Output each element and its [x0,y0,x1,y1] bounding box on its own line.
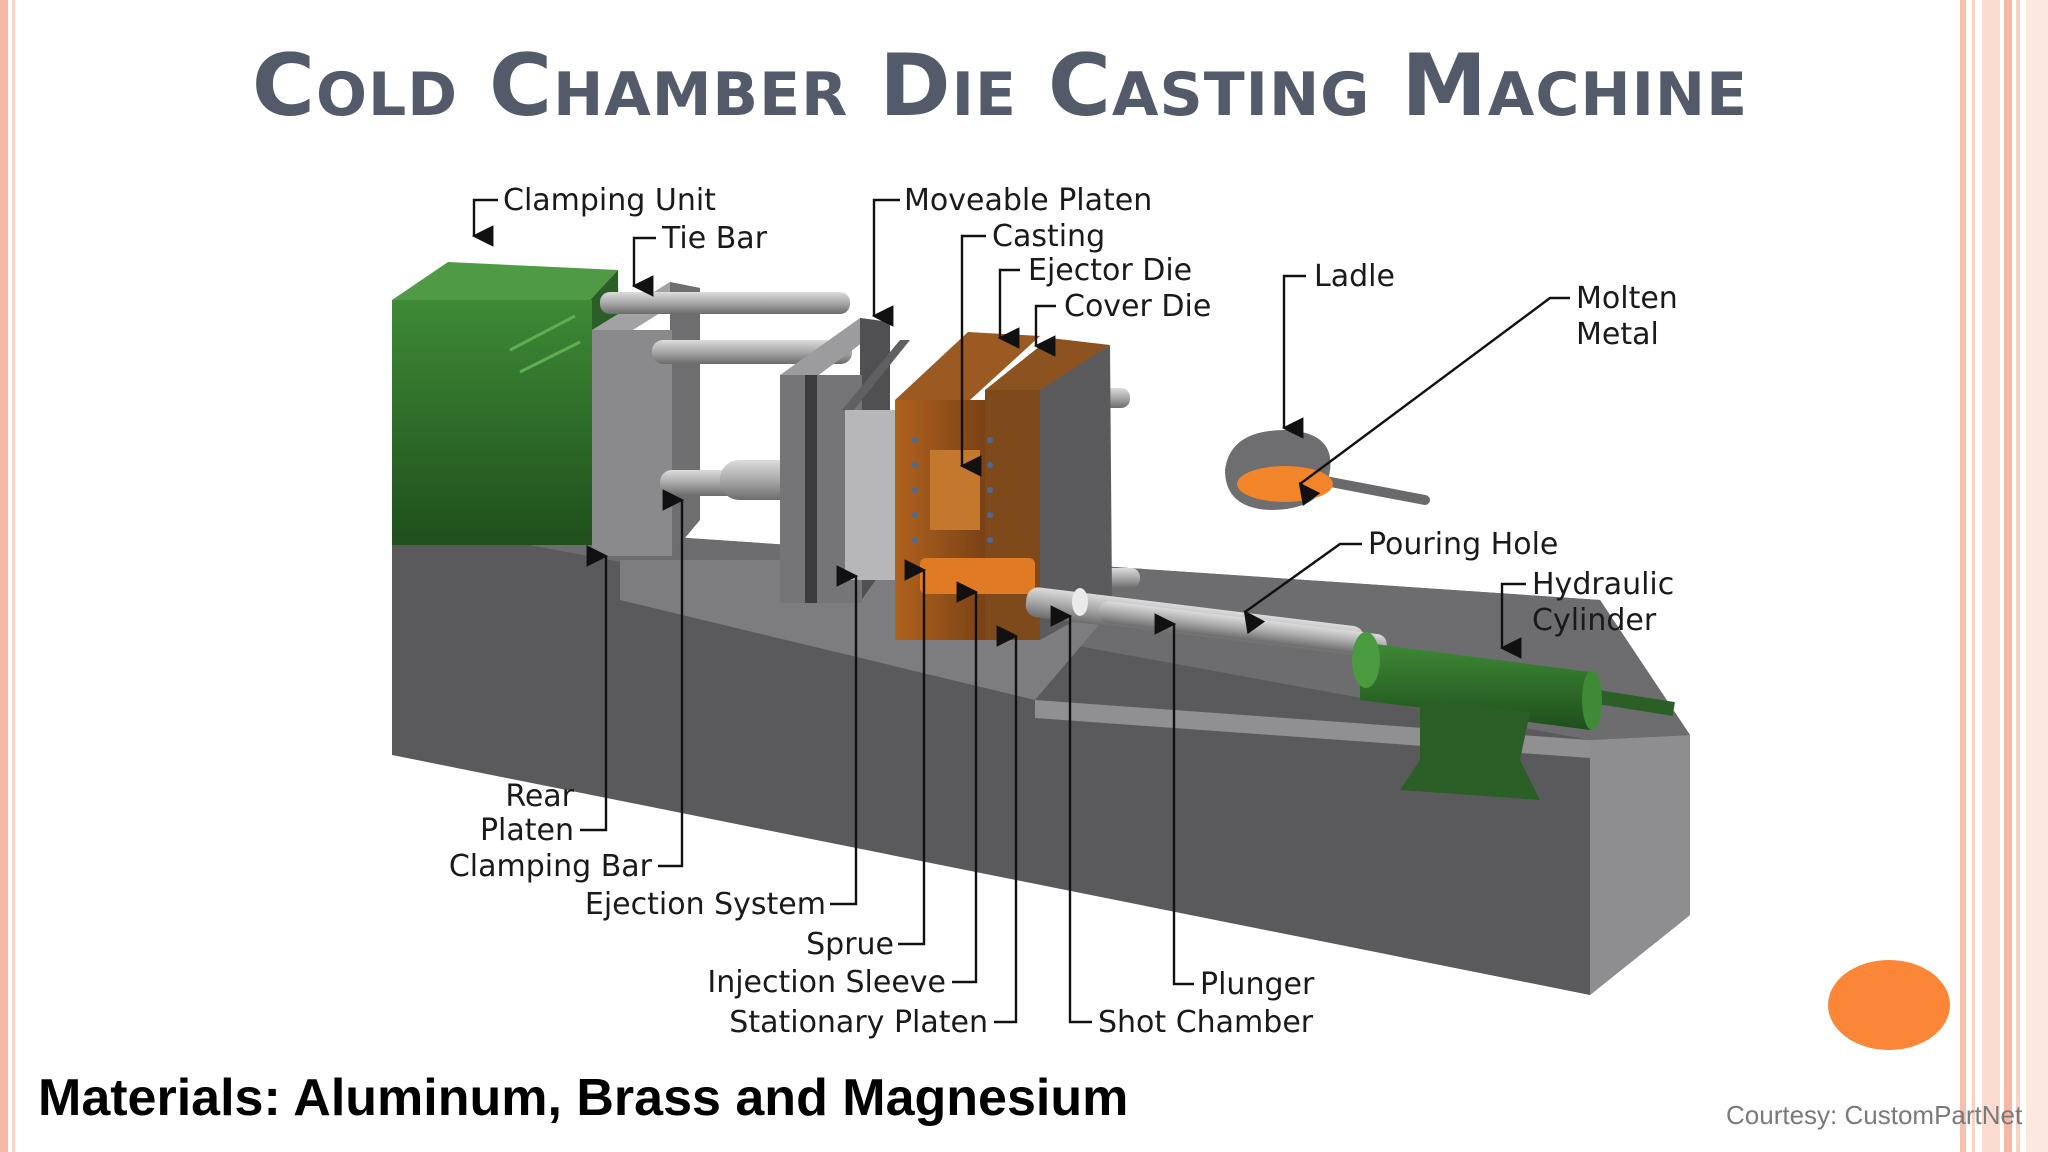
right-border-stripe-6 [2026,0,2048,1152]
left-border-stripe-thin [12,0,15,1152]
right-border-stripe-4 [2004,0,2012,1152]
materials-caption: Materials: Aluminum, Brass and Magnesium [38,1069,1129,1127]
slide-title: Cold Chamber Die Casting Machine [251,36,1749,136]
right-border-stripe-3 [1982,0,2000,1152]
label-tie-bar: Tie Bar [661,221,768,256]
label-ejection-system: Ejection System [585,887,826,922]
label-rear: Rear [505,779,574,814]
label-clamping-unit: Clamping Unit [503,183,716,218]
label-pouring-hole: Pouring Hole [1368,527,1558,562]
label-sprue: Sprue [806,927,894,962]
label-shot-chamber: Shot Chamber [1098,1005,1314,1040]
label-molten: Molten [1576,281,1678,316]
label-clamping-bar: Clamping Bar [449,849,653,884]
clamping-unit [392,262,620,545]
orange-circle-decoration [1828,960,1950,1050]
courtesy-credit: Courtesy: CustomPartNet [1726,1100,2023,1130]
label-hydraulic: Hydraulic [1532,567,1674,602]
hydraulic-cylinder [1352,632,1675,800]
label-injection-sleeve: Injection Sleeve [707,965,946,1000]
label-ejector-die: Ejector Die [1028,253,1192,288]
label-cylinder: Cylinder [1532,603,1657,638]
label-stationary-platen: Stationary Platen [729,1005,988,1040]
label-platen: Platen [480,813,574,848]
ladle [1225,430,1430,510]
left-border-stripe [0,0,8,1152]
right-border-stripe-2 [1972,0,1975,1152]
label-cover-die: Cover Die [1064,289,1211,324]
label-casting: Casting [992,219,1105,254]
rear-platen [592,282,700,556]
label-moveable-platen: Moveable Platen [904,183,1152,218]
right-border-stripe-1 [1960,0,1966,1152]
label-ladle: Ladle [1314,259,1395,294]
right-border-stripe-5 [2016,0,2020,1152]
label-plunger: Plunger [1200,967,1315,1002]
label-metal: Metal [1576,317,1659,352]
